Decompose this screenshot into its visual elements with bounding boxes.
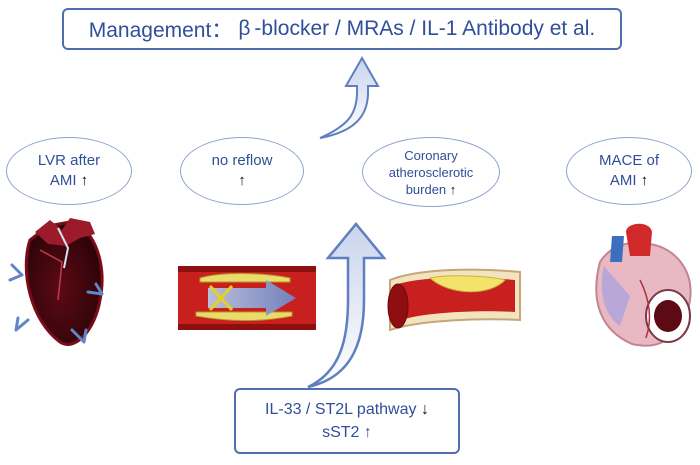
down-arrow-icon: ↓ [420, 401, 429, 418]
outcome-coronary-line1: Coronary [404, 147, 458, 163]
pathway-box: IL-33 / ST2L pathway ↓ sST2 ↑ [234, 388, 460, 454]
up-arrow-icon: ↑ [640, 172, 649, 189]
up-arrow-icon: ↑ [363, 424, 372, 441]
up-arrow-icon: ↑ [238, 172, 246, 189]
outcome-mace-line2: AMI [609, 172, 637, 189]
outcome-lvr-line2: AMI [49, 172, 77, 189]
outcome-coronary-line3: burden [405, 181, 447, 197]
no-reflow-vessel-illustration [178, 266, 316, 330]
pathway-line2: sST2 [322, 424, 360, 441]
management-box: Management： β -blocker / MRAs / IL-1 Ant… [62, 8, 622, 50]
outcome-mace-line1: MACE of [598, 152, 659, 169]
outcome-lvr-ellipse: LVR after AMI ↑ [6, 137, 132, 205]
management-text: -blocker / MRAs / IL-1 Antibody et al. [254, 17, 596, 40]
outcome-lvr-line1: LVR after [37, 152, 101, 169]
beta-symbol: β [238, 17, 251, 40]
management-label: Management： [88, 19, 233, 42]
outcome-coronary-line2: atherosclerotic [388, 164, 474, 180]
outcome-no-reflow-ellipse: no reflow ↑ [180, 137, 304, 205]
lower-curved-arrow [307, 222, 387, 389]
outcome-mace-ellipse: MACE of AMI ↑ [566, 137, 692, 205]
up-arrow-icon: ↑ [449, 181, 457, 197]
outcome-no-reflow-line1: no reflow [211, 152, 273, 169]
pathway-line1: IL-33 / ST2L pathway [265, 401, 417, 418]
heart-lvr-illustration [8, 218, 104, 346]
heart-mace-illustration [595, 223, 692, 347]
up-arrow-icon: ↑ [80, 172, 89, 189]
outcome-coronary-ellipse: Coronary atherosclerotic burden ↑ [362, 137, 500, 207]
upper-curved-arrow [319, 55, 380, 139]
atherosclerotic-vessel-illustration [387, 268, 521, 332]
